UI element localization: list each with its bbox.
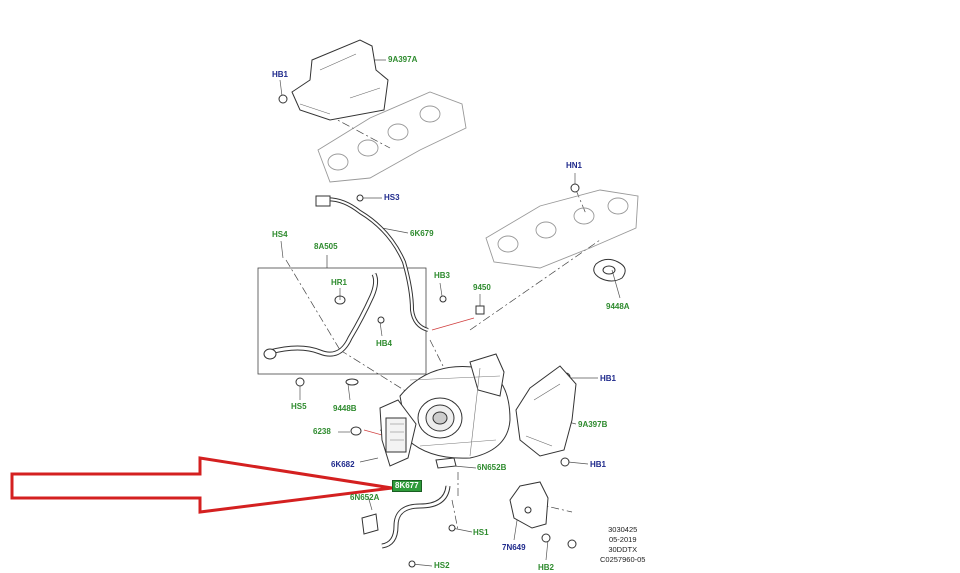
label-6238: 6238 — [313, 427, 331, 436]
label-hs2: HS2 — [434, 561, 450, 570]
label-hs5: HS5 — [291, 402, 307, 411]
label-7n649: 7N649 — [502, 543, 526, 552]
reference-line-2: 05-2019 — [608, 535, 637, 544]
label-9a397b: 9A397B — [578, 420, 608, 429]
reference-block: 3030425 05-2019 30DDTX C0257960-05 — [600, 525, 645, 565]
label-hs4: HS4 — [272, 230, 288, 239]
label-6k679: 6K679 — [410, 229, 434, 238]
label-hn1: HN1 — [566, 161, 583, 170]
label-9a397a: 9A397A — [388, 55, 418, 64]
label-6k682: 6K682 — [331, 460, 355, 469]
callout-arrow — [10, 456, 393, 514]
label-hb2: HB2 — [538, 563, 555, 572]
reference-line-4: C0257960-05 — [600, 555, 646, 564]
label-hb4: HB4 — [376, 339, 393, 348]
label-6n652a: 6N652A — [350, 493, 380, 502]
label-6n652b: 6N652B — [477, 463, 507, 472]
label-hb1-top: HB1 — [272, 70, 289, 79]
label-hr1: HR1 — [331, 278, 348, 287]
label-8k677-highlighted: 8K677 — [392, 480, 422, 492]
label-hs3: HS3 — [384, 193, 400, 202]
label-hb1-lower: HB1 — [590, 460, 607, 469]
label-9448b: 9448B — [333, 404, 357, 413]
label-8a505: 8A505 — [314, 242, 338, 251]
label-hb3: HB3 — [434, 271, 451, 280]
label-9450: 9450 — [473, 283, 491, 292]
label-hs1: HS1 — [473, 528, 489, 537]
label-9448a: 9448A — [606, 302, 630, 311]
label-hb1-right: HB1 — [600, 374, 617, 383]
reference-line-1: 3030425 — [608, 525, 638, 534]
reference-line-3: 30DDTX — [608, 545, 638, 554]
